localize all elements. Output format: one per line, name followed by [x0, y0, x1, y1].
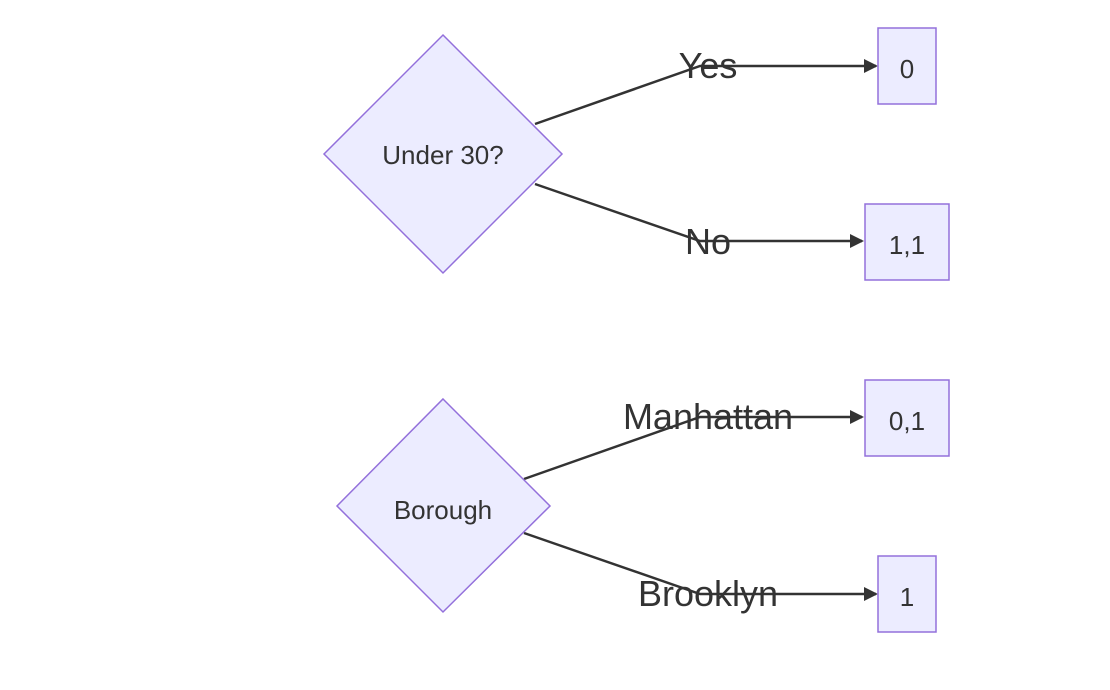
edge-borough-manhattan [523, 410, 864, 481]
decision-node-label: Borough [394, 495, 492, 525]
edge-under30-no [534, 182, 864, 248]
decision-node-under-30 [322, 33, 564, 275]
decision-node-label: Under 30? [382, 140, 503, 170]
edge-label-no: No [685, 221, 731, 262]
result-node-manhattan-label: 0,1 [889, 406, 925, 436]
diagram-under-30: Under 30? Yes No 0 1,1 [322, 27, 950, 281]
result-node-brooklyn-label: 1 [900, 582, 914, 612]
diagram-borough: Borough Manhattan Brooklyn 0,1 1 [335, 379, 950, 633]
result-node-no [864, 203, 950, 281]
edge-label-manhattan: Manhattan [623, 396, 793, 437]
result-node-manhattan [864, 379, 950, 457]
result-node-yes [877, 27, 937, 105]
edge-under30-yes [534, 59, 878, 126]
edge-label-brooklyn: Brooklyn [638, 573, 778, 614]
result-node-no-label: 1,1 [889, 230, 925, 260]
edge-borough-brooklyn [523, 531, 878, 601]
edge-label-yes: Yes [679, 45, 738, 86]
result-node-yes-label: 0 [900, 54, 914, 84]
decision-node-borough [335, 397, 552, 614]
result-node-brooklyn [877, 555, 937, 633]
